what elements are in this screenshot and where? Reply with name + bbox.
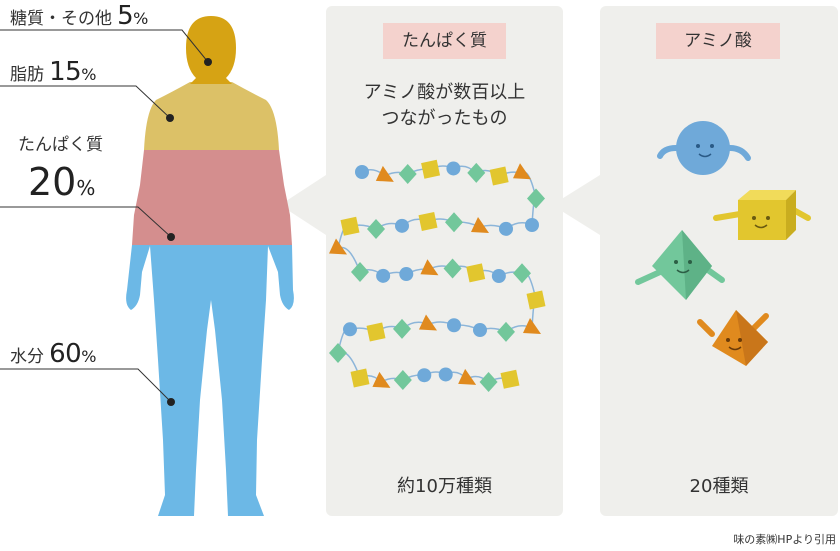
amino-bead-yellow bbox=[421, 159, 441, 179]
amino-bead-orange bbox=[420, 259, 439, 276]
amino-bead-orange bbox=[419, 314, 437, 331]
body-water-region bbox=[126, 245, 294, 516]
amino-bead-green bbox=[351, 262, 369, 282]
amino-bead-green bbox=[443, 258, 462, 279]
amino-bead-yellow bbox=[526, 290, 546, 310]
amino-bead-yellow bbox=[489, 166, 509, 186]
label-water-percent: 60% bbox=[49, 339, 96, 369]
amino-bead-yellow bbox=[500, 369, 520, 389]
amino-bead-orange bbox=[471, 217, 489, 234]
amino-bead-blue bbox=[355, 165, 369, 179]
amino-bead-green bbox=[367, 218, 385, 239]
amino-bead-orange bbox=[372, 371, 391, 388]
label-sugar: 糖質・その他 5% bbox=[10, 3, 148, 29]
amino-acid-panel bbox=[600, 6, 838, 516]
leader-fat bbox=[0, 85, 171, 119]
source-credit: 味の素㈱HPより引用 bbox=[733, 533, 836, 546]
amino-bead-blue bbox=[376, 268, 391, 283]
label-water: 水分 60% bbox=[10, 341, 96, 367]
amino-bead-blue bbox=[446, 161, 461, 176]
amino-bead-blue bbox=[447, 318, 461, 333]
amino-bead-yellow bbox=[418, 211, 438, 231]
amino-bead-orange bbox=[513, 163, 531, 180]
amino-bead-green bbox=[393, 370, 412, 391]
amino-bead-blue bbox=[499, 221, 513, 236]
amino-bead-green bbox=[398, 164, 417, 185]
amino-character-blue bbox=[657, 121, 751, 175]
amino-bead-green bbox=[497, 321, 515, 342]
body-fat-region bbox=[144, 82, 279, 150]
amino-acid-count: 20種類 bbox=[689, 476, 749, 497]
label-fat-name: 脂肪 bbox=[10, 65, 44, 85]
amino-acid-beads bbox=[329, 159, 546, 392]
amino-bead-blue bbox=[343, 322, 357, 337]
label-protein-percent: 20% bbox=[28, 160, 96, 204]
amino-character-orange bbox=[697, 310, 769, 366]
amino-bead-orange bbox=[458, 368, 477, 385]
label-water-name: 水分 bbox=[10, 347, 44, 367]
label-fat: 脂肪 15% bbox=[10, 59, 96, 85]
dot-sugar bbox=[204, 58, 212, 66]
body-sugar-region bbox=[186, 16, 236, 84]
human-figure bbox=[126, 16, 294, 516]
amino-bead-green bbox=[467, 162, 486, 183]
amino-acid-tag: アミノ酸 bbox=[656, 23, 780, 59]
amino-bead-orange bbox=[523, 318, 541, 334]
amino-bead-green bbox=[479, 371, 498, 392]
dot-fat bbox=[166, 114, 174, 122]
protein-panel bbox=[326, 6, 563, 516]
amino-bead-blue bbox=[473, 323, 487, 338]
label-fat-percent: 15% bbox=[49, 57, 96, 87]
amino-bead-blue bbox=[525, 218, 539, 232]
leader-sugar bbox=[0, 29, 209, 63]
label-sugar-percent: 5% bbox=[117, 1, 148, 31]
label-protein-name: たんぱく質 bbox=[18, 135, 103, 155]
label-sugar-name: 糖質・その他 bbox=[10, 9, 112, 29]
amino-bead-blue bbox=[399, 267, 414, 282]
protein-tag: たんぱく質 bbox=[383, 23, 506, 59]
amino-bead-orange bbox=[375, 165, 394, 182]
amino-bead-green bbox=[329, 343, 347, 363]
leader-protein bbox=[0, 206, 172, 238]
protein-callout-pointer bbox=[280, 175, 326, 235]
amino-bead-yellow bbox=[350, 368, 370, 388]
amino-bead-yellow bbox=[366, 322, 386, 342]
amino-bead-blue bbox=[417, 368, 432, 383]
amino-bead-blue bbox=[438, 367, 453, 382]
amino-character-green bbox=[635, 230, 725, 300]
protein-count: 約10万種類 bbox=[397, 476, 492, 497]
dot-protein bbox=[167, 233, 175, 241]
leader-water bbox=[0, 368, 172, 403]
amino-bead-blue bbox=[491, 268, 506, 283]
amino-bead-green bbox=[393, 318, 411, 339]
amino-callout-pointer bbox=[552, 175, 600, 235]
amino-bead-blue bbox=[395, 218, 409, 233]
amino-bead-yellow bbox=[466, 263, 486, 283]
amino-bead-green bbox=[445, 212, 463, 233]
amino-bead-green bbox=[513, 263, 531, 284]
body-protein-region bbox=[132, 150, 292, 245]
protein-description: アミノ酸が数百以上 つながったもの bbox=[363, 82, 526, 130]
amino-bead-green bbox=[527, 188, 545, 209]
amino-bead-yellow bbox=[340, 216, 360, 236]
amino-bead-orange bbox=[329, 238, 347, 255]
amino-character-yellow bbox=[713, 190, 811, 240]
dot-water bbox=[167, 398, 175, 406]
